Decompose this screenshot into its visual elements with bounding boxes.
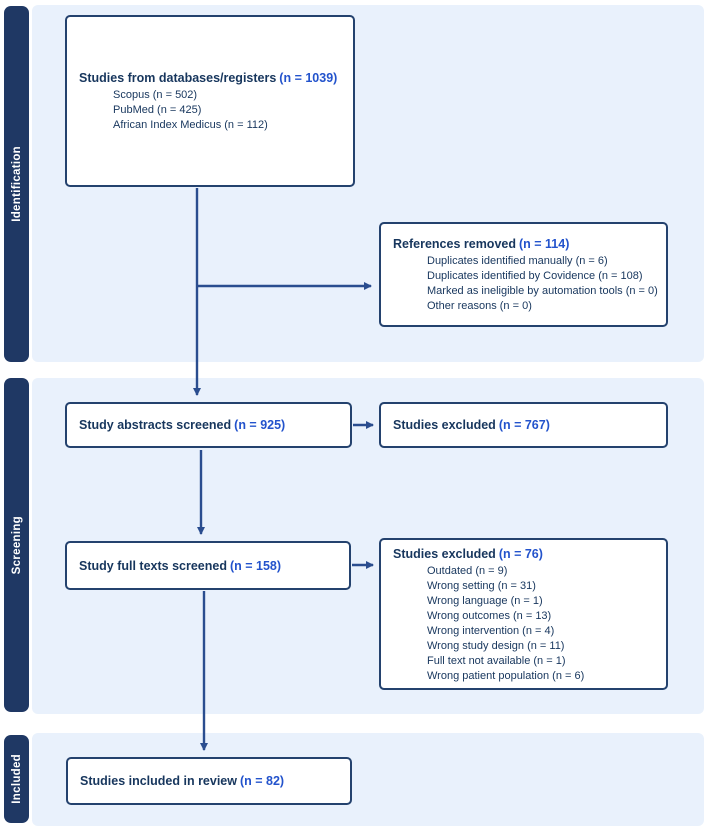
- box-included-review: Studies included in review(n = 82): [66, 757, 352, 805]
- list-item: Other reasons (n = 0): [427, 300, 532, 312]
- list-item: Wrong patient population (n = 6): [427, 669, 585, 682]
- count-badge: (n = 76): [498, 546, 543, 561]
- count-badge: (n = 114): [518, 237, 570, 251]
- box-title: Studies excluded(n = 767): [393, 418, 550, 432]
- count-badge: (n = 1039): [279, 71, 338, 85]
- box-title: Studies included in review(n = 82): [80, 774, 285, 788]
- list-item: African Index Medicus (n = 112): [113, 119, 268, 131]
- list-item: Wrong intervention (n = 4): [427, 624, 555, 637]
- stage-label-screening: Screening: [4, 378, 29, 712]
- box-title: Studies excluded(n = 76): [393, 546, 543, 561]
- list-item: Scopus (n = 502): [113, 89, 198, 101]
- box-item-list: Outdated (n = 9) Wrong setting (n = 31) …: [393, 564, 658, 684]
- list-item: Wrong study design (n = 11): [427, 639, 565, 652]
- list-item: Wrong language (n = 1): [427, 594, 543, 607]
- list-item: Wrong outcomes (n = 13): [427, 609, 552, 622]
- count-badge: (n = 925): [234, 418, 286, 432]
- list-item: Duplicates identified manually (n = 6): [427, 255, 608, 267]
- stage-label-identification: Identification: [4, 6, 29, 362]
- box-title: Study abstracts screened(n = 925): [79, 418, 286, 432]
- list-item: Duplicates identified by Covidence (n = …: [427, 270, 643, 282]
- box-item-list: Duplicates identified manually (n = 6) D…: [393, 254, 658, 314]
- box-title: Study full texts screened(n = 158): [79, 558, 282, 573]
- box-item-list: Scopus (n = 502) PubMed (n = 425) Africa…: [79, 88, 345, 133]
- list-item: PubMed (n = 425): [113, 104, 202, 116]
- box-fulltexts-screened: Study full texts screened(n = 158): [65, 541, 351, 590]
- list-item: Marked as ineligible by automation tools…: [427, 285, 658, 297]
- box-abstracts-excluded: Studies excluded(n = 767): [379, 402, 668, 448]
- stage-label-text: Included: [10, 754, 23, 804]
- list-item: Wrong setting (n = 31): [427, 579, 536, 592]
- box-abstracts-screened: Study abstracts screened(n = 925): [65, 402, 352, 448]
- box-references-removed: References removed(n = 114) Duplicates i…: [379, 222, 668, 327]
- list-item: Outdated (n = 9): [427, 564, 508, 577]
- stage-label-included: Included: [4, 735, 29, 823]
- box-fulltexts-excluded: Studies excluded(n = 76) Outdated (n = 9…: [379, 538, 668, 690]
- stage-label-text: Screening: [10, 515, 23, 575]
- stage-label-text: Identification: [10, 146, 23, 222]
- box-title: Studies from databases/registers(n = 103…: [79, 71, 338, 85]
- count-badge: (n = 158): [229, 558, 282, 573]
- box-title: References removed(n = 114): [393, 237, 570, 251]
- count-badge: (n = 82): [239, 774, 285, 788]
- box-databases-registers: Studies from databases/registers(n = 103…: [65, 15, 355, 187]
- list-item: Full text not available (n = 1): [427, 654, 566, 667]
- count-badge: (n = 767): [498, 418, 550, 432]
